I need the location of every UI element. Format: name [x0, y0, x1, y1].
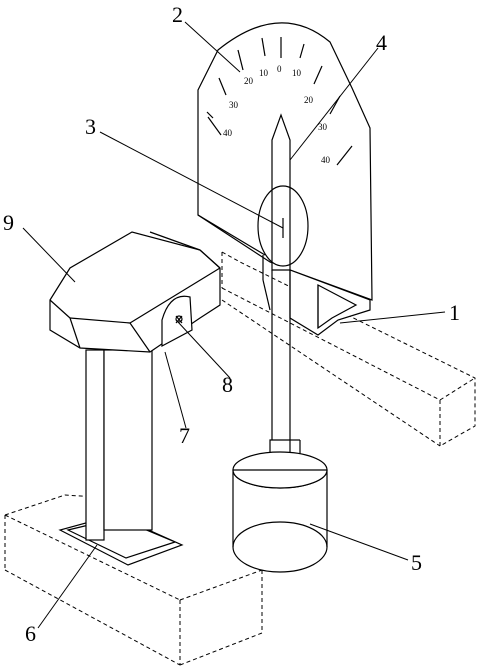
- knob: [161, 295, 193, 347]
- scale-label-left-10: 10: [259, 68, 269, 78]
- scale-label-right-30: 30: [318, 122, 328, 132]
- label-one: 1: [449, 300, 460, 325]
- label-4: 4: [376, 30, 387, 55]
- scale-label-zero: 0: [277, 64, 282, 74]
- label-1: 2: [172, 2, 183, 27]
- support-column: [58, 349, 184, 566]
- scale-label-left-20: 20: [244, 76, 254, 86]
- label-3: 3: [85, 114, 96, 139]
- rear-rail: [221, 251, 476, 447]
- scale-tick: [313, 65, 323, 85]
- head-housing: [49, 231, 221, 353]
- scale-tick: [336, 145, 353, 166]
- weight-cylinder: [232, 451, 328, 573]
- scale-tick: [218, 77, 227, 96]
- base-block: [4, 494, 263, 666]
- scale-label-right-20: 20: [304, 95, 314, 105]
- scale-tick: [207, 116, 222, 136]
- scale-tick: [206, 111, 214, 119]
- scale-tick: [237, 49, 244, 71]
- scale-tick: [299, 43, 305, 59]
- scale-label-right-40: 40: [321, 155, 331, 165]
- scale-label-right-10: 10: [292, 68, 302, 78]
- label-5: 5: [411, 550, 422, 575]
- scale-tick: [261, 37, 266, 57]
- label-9: 9: [3, 210, 14, 235]
- dial-scale: 40 30 20 10 0 10 20 30 40: [206, 37, 353, 166]
- label-6: 6: [25, 621, 36, 646]
- label-7: 7: [179, 423, 190, 448]
- leader-lines: [22, 21, 446, 629]
- callouts: 2 4 3 1 5 9 8 7 6: [3, 2, 460, 646]
- label-8: 8: [222, 372, 233, 397]
- scale-label-left-30: 30: [229, 100, 239, 110]
- scale-label-left-40: 40: [223, 128, 233, 138]
- dial-bracket: [289, 269, 371, 336]
